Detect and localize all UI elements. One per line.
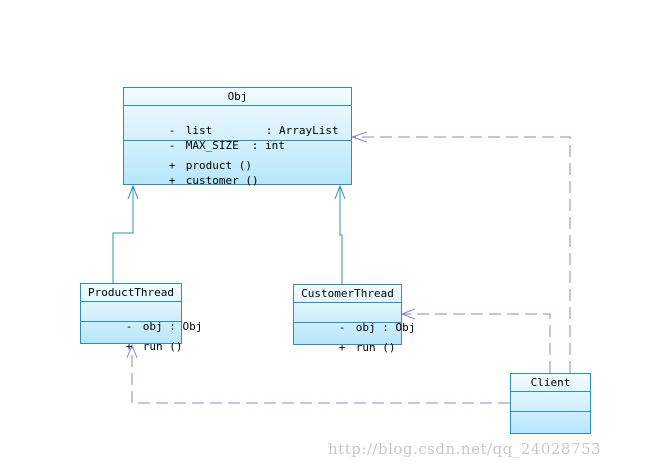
operation-text: customer () bbox=[185, 174, 259, 187]
attribute-name: list bbox=[185, 124, 213, 137]
class-name: Client bbox=[511, 374, 590, 392]
attribute-row: -list: ArrayList bbox=[168, 124, 339, 137]
attribute-colon: : bbox=[375, 321, 396, 334]
class-name: ProductThread bbox=[81, 284, 181, 302]
operation-text: run () bbox=[142, 340, 183, 353]
attribute-colon: : bbox=[265, 124, 279, 137]
attribute-row: -obj : Obj bbox=[125, 320, 203, 333]
client-to-customerthread-arrowhead bbox=[400, 308, 416, 320]
attribute-type: Obj bbox=[182, 320, 203, 333]
operations-section: +run () bbox=[81, 322, 183, 353]
operations-section: +run () bbox=[294, 323, 401, 354]
productthread-to-obj-line bbox=[112, 186, 134, 284]
operation-text: product () bbox=[185, 159, 252, 172]
operation-row: +run () bbox=[125, 340, 183, 353]
client-to-customerthread-dependency-line bbox=[402, 313, 551, 373]
attribute-type: int bbox=[265, 139, 285, 152]
class-name: Obj bbox=[124, 88, 351, 106]
attributes-section bbox=[511, 392, 590, 412]
class-productthread[interactable]: ProductThread -obj : Obj +run () bbox=[80, 283, 203, 353]
client-to-productthread-arrowhead bbox=[126, 343, 138, 359]
customerthread-to-obj-arrowhead bbox=[334, 184, 346, 200]
class-customerthread[interactable]: CustomerThread -obj : Obj +run () bbox=[293, 284, 416, 354]
operation-row: +run () bbox=[338, 341, 396, 354]
client-to-obj-dependency-line bbox=[352, 136, 571, 373]
class-client[interactable]: Client bbox=[510, 373, 591, 434]
operation-row: +product () bbox=[168, 159, 252, 172]
attribute-name: obj bbox=[355, 321, 376, 334]
operation-row: +customer () bbox=[168, 174, 259, 187]
operation-text: run () bbox=[355, 341, 396, 354]
attributes-section: -list: ArrayList -MAX_SIZE: int bbox=[124, 106, 351, 152]
watermark: http://blog.csdn.net/qq_24028753 bbox=[328, 440, 602, 458]
attributes-section: -obj : Obj bbox=[294, 303, 416, 334]
attribute-row: -MAX_SIZE: int bbox=[168, 139, 285, 152]
productthread-to-obj-arrowhead bbox=[127, 184, 139, 200]
operations-section bbox=[511, 412, 590, 431]
attribute-name: MAX_SIZE bbox=[185, 139, 239, 152]
operations-section: +product () +customer () bbox=[124, 141, 351, 187]
attributes-section: -obj : Obj bbox=[81, 302, 203, 333]
attribute-type: ArrayList bbox=[279, 124, 339, 137]
client-to-obj-arrowhead bbox=[350, 131, 368, 143]
attribute-colon: : bbox=[162, 320, 183, 333]
client-to-productthread-dependency-line bbox=[131, 345, 510, 404]
attribute-row: -obj : Obj bbox=[338, 321, 416, 334]
class-name: CustomerThread bbox=[294, 285, 401, 303]
attribute-colon: : bbox=[251, 139, 265, 152]
attribute-name: obj bbox=[142, 320, 163, 333]
attribute-type: Obj bbox=[395, 321, 416, 334]
customerthread-to-obj-line bbox=[339, 186, 343, 284]
class-obj[interactable]: Obj -list: ArrayList -MAX_SIZE: int +pro… bbox=[123, 87, 352, 187]
